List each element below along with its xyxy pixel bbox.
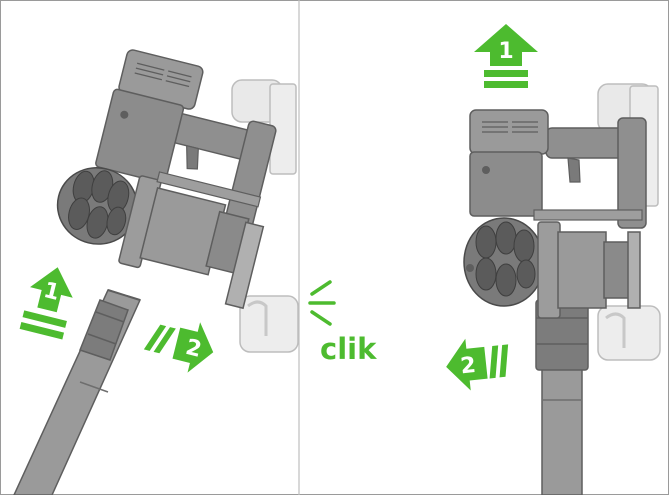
wand-tube-left (13, 289, 142, 495)
arrow-left-icon: 2 (446, 338, 509, 391)
left-panel: 1 2 (13, 49, 299, 495)
arrow-up-number-left: 1 (41, 278, 62, 306)
wall-bracket-left (231, 79, 299, 353)
right-panel: 1 2 (446, 24, 661, 495)
arrow-left-number-right: 2 (459, 353, 477, 379)
arrow-up-number-right: 1 (498, 39, 513, 64)
click-sound-icon (308, 280, 336, 326)
arrow-right-icon: 2 (143, 322, 214, 373)
vacuum-handheld-icon-right (463, 109, 647, 319)
arrow-up-icon: 1 (19, 267, 73, 340)
arrow-right-number-left: 2 (183, 335, 204, 363)
vacuum-handheld-icon (56, 49, 277, 310)
click-sound-label: clik (320, 332, 377, 366)
arrow-up-icon-right: 1 (474, 24, 538, 88)
wand-tube-right (535, 289, 589, 495)
